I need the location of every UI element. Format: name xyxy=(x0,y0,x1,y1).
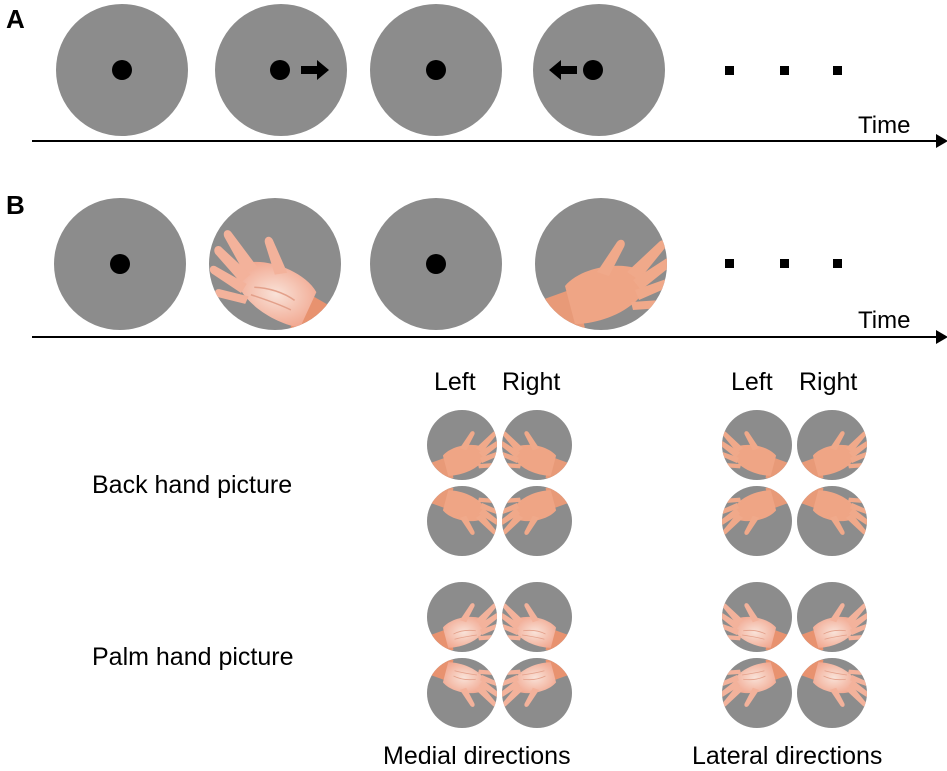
fixation-dot xyxy=(426,254,446,274)
back-hand-row-label: Back hand picture xyxy=(92,471,293,499)
palm-hand-stimulus xyxy=(209,198,341,330)
medial-back-left-down xyxy=(427,486,497,556)
fixation-dot xyxy=(112,60,132,80)
cue-disc-right-arrow xyxy=(215,4,347,136)
fixation-dot xyxy=(110,254,130,274)
lateral-back-left-down xyxy=(722,486,792,556)
back-hand-stimulus xyxy=(535,198,667,330)
fixation-disc-a1 xyxy=(56,4,188,136)
palm-hand-image xyxy=(209,226,341,330)
medial-palm-right-down xyxy=(502,658,572,728)
arrow-left-icon xyxy=(549,60,577,80)
time-axis-label-b: Time xyxy=(858,307,911,334)
medial-directions-label: Medial directions xyxy=(383,742,571,770)
time-axis-b xyxy=(32,330,947,344)
lateral-palm-left-up xyxy=(722,582,792,652)
left-column-header-medial: Left xyxy=(434,368,476,396)
right-column-header-lateral: Right xyxy=(799,368,858,396)
arrow-right-icon xyxy=(301,60,329,80)
lateral-palm-right-up xyxy=(797,582,867,652)
medial-back-left-up xyxy=(427,410,497,480)
palm-hand-row-label: Palm hand picture xyxy=(92,643,294,671)
time-axis-a xyxy=(32,134,947,148)
fixation-dot xyxy=(269,60,290,80)
medial-back-right-down xyxy=(502,486,572,556)
lateral-directions-label: Lateral directions xyxy=(692,742,883,770)
fixation-disc-b1 xyxy=(54,198,186,330)
time-axis-label-a: Time xyxy=(858,112,911,139)
lateral-back-right-down xyxy=(797,486,867,556)
medial-palm-right-up xyxy=(502,582,572,652)
left-column-header-lateral: Left xyxy=(731,368,773,396)
lateral-back-left-up xyxy=(722,410,792,480)
medial-palm-left-up xyxy=(427,582,497,652)
panel-a-label: A xyxy=(6,4,25,34)
cue-disc-left-arrow xyxy=(533,4,665,136)
fixation-disc-b3 xyxy=(370,198,502,330)
lateral-back-right-up xyxy=(797,410,867,480)
fixation-dot xyxy=(426,60,446,80)
medial-back-right-up xyxy=(502,410,572,480)
panel-b-label: B xyxy=(6,190,25,220)
medial-palm-left-down xyxy=(427,658,497,728)
right-column-header-medial: Right xyxy=(502,368,561,396)
lateral-palm-right-down xyxy=(797,658,867,728)
fixation-dot xyxy=(583,60,603,80)
lateral-palm-left-down xyxy=(722,658,792,728)
fixation-disc-a3 xyxy=(370,4,502,136)
back-hand-image xyxy=(535,239,667,330)
